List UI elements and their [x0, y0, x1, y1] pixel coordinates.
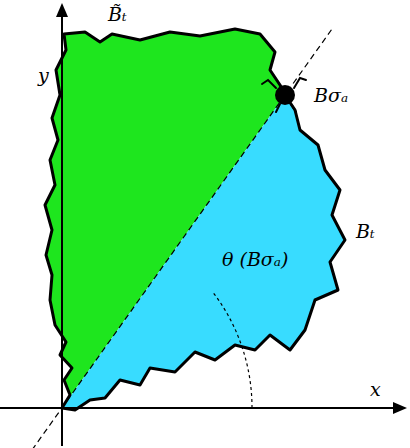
region-outline	[45, 29, 345, 410]
x-axis	[0, 407, 396, 409]
region-label: Bₜ	[356, 220, 375, 243]
region-label: B̃ₜ	[108, 3, 127, 26]
axis-label: y	[38, 64, 49, 87]
axis-label: x	[370, 378, 381, 401]
point-label: Bσₐ	[314, 84, 348, 107]
y-arrowhead	[56, 3, 68, 17]
y-axis	[61, 14, 63, 446]
point-dot	[275, 85, 295, 105]
x-arrowhead	[393, 402, 407, 414]
angle-arc	[212, 291, 252, 408]
climber-figure	[262, 78, 306, 112]
angle-label: θ (Bσₐ)	[222, 248, 288, 271]
dashed-ray	[32, 29, 332, 448]
cyan-region	[62, 95, 345, 410]
